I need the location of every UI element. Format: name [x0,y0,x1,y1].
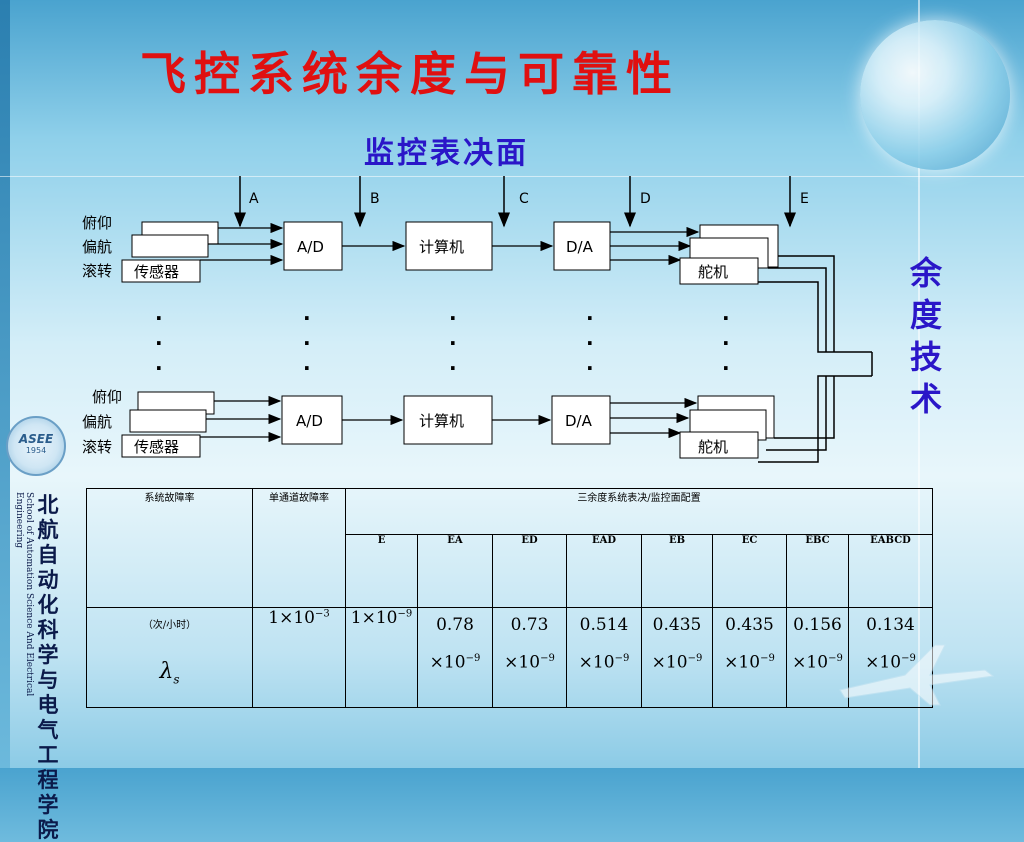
value-cell: 0.73×10−9 [492,606,567,709]
sensor-label: 传感器 [134,438,179,456]
actuator-label: 舵机 [698,263,728,281]
globe-graphic [860,20,1010,170]
channel-bottom: 俯仰 偏航 滚转 传感器 A/D 计算机 D/A 舵机 [82,388,775,459]
svg-text:·: · [303,331,311,355]
monitor-label-e: E [800,191,809,207]
actuator-label: 舵机 [698,438,728,456]
config-header: EBC [786,534,849,608]
value-cell: 0.156×10−9 [786,606,849,709]
sensor-box-back1 [129,409,207,433]
unit-label: （次/小时） [142,619,197,631]
value-cell: 0.435×10−9 [712,606,787,709]
config-header: ED [492,534,567,608]
svg-text:·: · [722,331,730,355]
output-combiner [758,255,873,463]
ad-converter-box [283,221,343,271]
school-name-cn: 北航自动化科学与电气工程学院 [37,492,59,842]
config-header: EB [641,534,713,608]
side-label-char: 技 [909,338,942,376]
svg-text:·: · [449,306,457,330]
channel-ellipsis: ··· ··· ··· ··· ··· [155,306,730,380]
decor-vertical-line [918,0,920,768]
svg-text:·: · [586,356,594,380]
computer-label: 计算机 [419,238,464,256]
svg-text:·: · [155,306,163,330]
monitor-arrows [234,176,796,228]
config-header: EAD [566,534,642,608]
da-label: D/A [566,238,594,256]
slide-title: 飞控系统余度与可靠性 [140,47,680,101]
header-config: 三余度系统表决/监控面配置 [345,487,933,536]
side-label-char: 术 [909,380,942,418]
svg-text:·: · [449,331,457,355]
axis-label-roll: 滚转 [82,262,112,280]
diagram-subtitle: 监控表决面 [364,136,529,171]
header-single-channel: 单通道故障率 [252,488,346,608]
svg-text:·: · [586,306,594,330]
lambda-symbol: λs [159,658,180,686]
redundancy-block-diagram: A B C D E 俯仰 偏航 滚转 传感器 A/D 计算机 D/A 舵机 俯仰 [82,176,873,463]
value-cell: 0.514×10−9 [566,606,642,709]
monitor-label-d: D [640,191,651,207]
config-header: EA [417,534,493,608]
monitor-label-b: B [370,191,380,207]
ad-converter-box [281,395,343,445]
axis-label-pitch: 俯仰 [92,388,122,406]
channel-top: 俯仰 偏航 滚转 传感器 A/D 计算机 D/A 舵机 [82,214,779,285]
computer-box [403,395,493,445]
svg-text:·: · [722,356,730,380]
decor-horizontal-line [0,176,1024,177]
config-header: EC [712,534,787,608]
actuator-box [679,257,759,285]
side-label-char: 余 [909,254,942,292]
svg-text:·: · [303,356,311,380]
monitor-label-a: A [249,191,259,207]
axis-label-yaw: 偏航 [82,238,112,256]
school-name-en: School of Automation Science And Electri… [14,492,34,697]
axis-label-pitch: 俯仰 [82,214,112,232]
sensor-label: 传感器 [134,263,179,281]
config-header: EABCD [848,534,933,608]
sensor-box-back1 [131,234,209,258]
axis-label-roll: 滚转 [82,438,112,456]
monitor-label-c: C [519,191,529,207]
logo-text: ASEE [18,432,54,446]
sensor-box [121,434,201,458]
school-logo: ASEE 1954 [6,416,66,476]
axis-label-yaw: 偏航 [82,413,112,431]
svg-text:·: · [449,356,457,380]
failure-rate-cell: （次/小时） λs [86,606,253,709]
svg-text:·: · [303,306,311,330]
da-converter-box [551,395,611,445]
header-failure-rate: 系统故障率 [86,488,253,608]
svg-text:·: · [155,356,163,380]
svg-text:·: · [155,331,163,355]
sensor-box [121,259,201,283]
da-label: D/A [565,412,593,430]
single-channel-value: 1×10−3 [252,606,346,709]
svg-text:·: · [586,331,594,355]
computer-box [405,221,493,271]
logo-year: 1954 [25,446,47,455]
table-row: （次/小时） λs 1×10−3 1×10−9 0.78×10−9 0.73×1… [86,606,933,709]
side-label: 余 度 技 术 [906,252,946,420]
computer-label: 计算机 [419,412,464,430]
value-cell: 0.435×10−9 [641,606,713,709]
reliability-table: 系统故障率 单通道故障率 三余度系统表决/监控面配置 E EA ED EAD E… [86,487,933,709]
left-decor-band [0,0,10,768]
actuator-box [679,431,759,459]
value-cell: 1×10−9 [345,606,418,709]
aircraft-graphic [839,644,995,706]
svg-text:·: · [722,306,730,330]
side-label-char: 度 [909,296,942,334]
value-cell: 0.78×10−9 [417,606,493,709]
ad-label: A/D [296,412,323,430]
ad-label: A/D [297,238,324,256]
config-header: E [345,534,418,608]
